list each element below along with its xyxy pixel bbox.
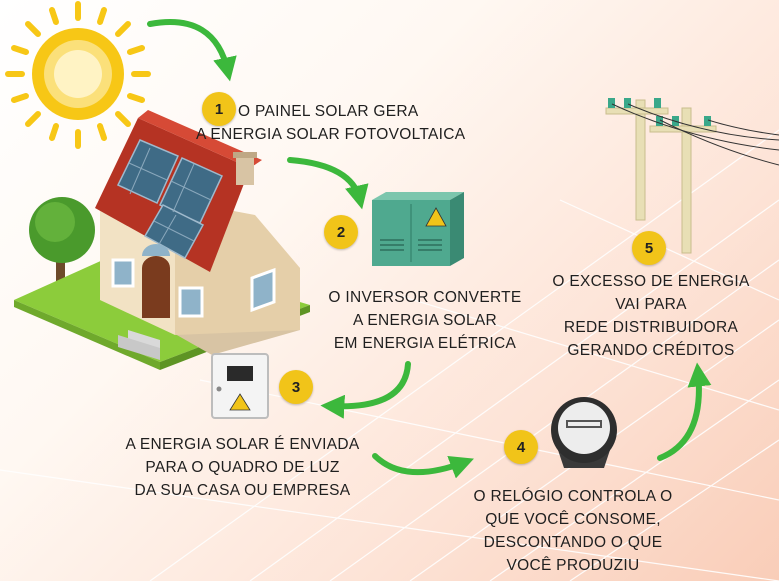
step-1-text: O PAINEL SOLAR GERA A ENERGIA SOLAR FOTO… xyxy=(196,100,465,146)
step-3-text: A ENERGIA SOLAR É ENVIADA PARA O QUADRO … xyxy=(105,433,380,502)
arrow-sun-to-panel xyxy=(147,19,237,82)
step-5-line-4: GERANDO CRÉDITOS xyxy=(567,342,735,359)
step-2-line-1: O INVERSOR CONVERTE xyxy=(328,289,522,306)
step-4-line-4: VOCÊ PRODUZIU xyxy=(506,557,640,574)
tree-icon xyxy=(29,197,95,305)
step-3-line-1: A ENERGIA SOLAR É ENVIADA xyxy=(125,436,360,453)
step-3-line-2: PARA O QUADRO DE LUZ xyxy=(145,459,340,476)
flow-arrows xyxy=(147,19,712,479)
utility-pole-icon xyxy=(605,98,779,254)
step-5-badge: 5 xyxy=(632,231,666,265)
arrow-panel-to-inverter xyxy=(287,157,369,210)
step-4-line-2: QUE VOCÊ CONSOME, xyxy=(485,511,661,528)
inverter-icon xyxy=(372,192,464,266)
step-4-line-1: O RELÓGIO CONTROLA O xyxy=(473,488,673,505)
step-2-line-3: EM ENERGIA ELÉTRICA xyxy=(333,335,517,352)
step-5-line-2: VAI PARA xyxy=(615,296,687,313)
step-2-line-2: A ENERGIA SOLAR xyxy=(352,312,498,329)
step-1-badge: 1 xyxy=(202,92,236,126)
step-5-text: O EXCESSO DE ENERGIA VAI PARA REDE DISTR… xyxy=(540,270,762,362)
step-4-text: O RELÓGIO CONTROLA O QUE VOCÊ CONSOME, D… xyxy=(462,485,684,577)
step-5-line-1: O EXCESSO DE ENERGIA xyxy=(552,273,750,290)
arrow-box-to-meter xyxy=(372,453,474,479)
step-2-text: O INVERSOR CONVERTE A ENERGIA SOLAR EM E… xyxy=(320,286,530,355)
step-3-line-3: DA SUA CASA OU EMPRESA xyxy=(134,482,351,499)
step-2-badge: 2 xyxy=(324,215,358,249)
step-3-badge: 3 xyxy=(279,370,313,404)
sun-icon xyxy=(5,1,151,149)
step-4-badge: 4 xyxy=(504,430,538,464)
arrow-meter-to-grid xyxy=(657,362,712,461)
step-5-line-3: REDE DISTRIBUIDORA xyxy=(563,319,739,336)
step-1-line-1: O PAINEL SOLAR GERA xyxy=(238,103,419,120)
step-1-line-2: A ENERGIA SOLAR FOTOVOLTAICA xyxy=(196,126,466,143)
step-4-line-3: DESCONTANDO O QUE xyxy=(483,534,663,551)
breaker-box-icon xyxy=(211,353,269,419)
arrow-inverter-to-box xyxy=(320,361,411,419)
electric-meter-icon xyxy=(551,397,617,468)
house-icon xyxy=(95,110,300,360)
